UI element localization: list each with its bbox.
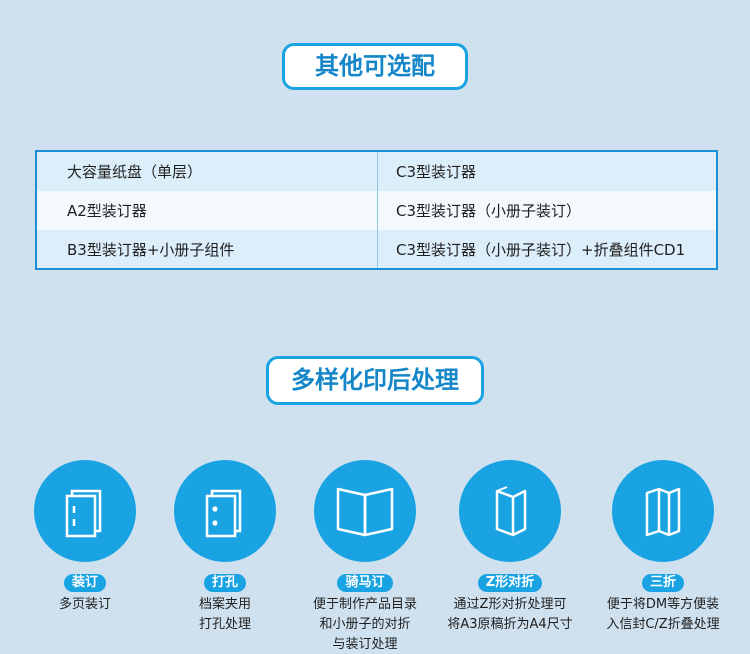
table-cell: 大容量纸盘（单层） bbox=[67, 163, 203, 181]
feature-label: 骑马订 bbox=[337, 574, 393, 592]
finishing-section-title: 多样化印后处理 bbox=[266, 356, 484, 405]
feature-label: 三折 bbox=[641, 574, 684, 592]
feature-tri-fold: 三折 便于将DM等方便装 入信封C/Z折叠处理 bbox=[593, 460, 733, 635]
z-fold-icon bbox=[459, 460, 561, 562]
table-cell: A2型装订器 bbox=[67, 202, 147, 220]
feature-label: Z形对折 bbox=[477, 574, 543, 592]
feature-saddle-stitch: 骑马订 便于制作产品目录 和小册子的对折 与装订处理 bbox=[295, 460, 435, 654]
table-row: B3型装订器+小册子组件 C3型装订器（小册子装订）+折叠组件CD1 bbox=[37, 230, 716, 268]
options-section-title: 其他可选配 bbox=[282, 43, 468, 90]
feature-desc: 便于将DM等方便装 入信封C/Z折叠处理 bbox=[606, 597, 720, 632]
feature-desc: 通过Z形对折处理可 将A3原稿折为A4尺寸 bbox=[447, 597, 573, 632]
saddle-stitch-icon bbox=[314, 460, 416, 562]
feature-label: 打孔 bbox=[203, 574, 246, 592]
feature-z-fold: Z形对折 通过Z形对折处理可 将A3原稿折为A4尺寸 bbox=[440, 460, 580, 635]
table-cell: B3型装订器+小册子组件 bbox=[67, 240, 235, 259]
table-cell: C3型装订器（小册子装订）+折叠组件CD1 bbox=[396, 240, 686, 259]
table-row: A2型装订器 C3型装订器（小册子装订） bbox=[37, 191, 716, 230]
tri-fold-icon bbox=[612, 460, 714, 562]
staple-icon bbox=[34, 460, 136, 562]
options-table: 大容量纸盘（单层） C3型装订器 A2型装订器 C3型装订器（小册子装订） B3… bbox=[35, 150, 718, 270]
feature-desc: 便于制作产品目录 和小册子的对折 与装订处理 bbox=[312, 597, 417, 652]
hole-punch-icon bbox=[174, 460, 276, 562]
table-cell: C3型装订器 bbox=[396, 163, 477, 181]
feature-hole-punch: 打孔 档案夹用 打孔处理 bbox=[155, 460, 295, 635]
feature-staple: 装订 多页装订 bbox=[15, 460, 155, 615]
feature-desc: 多页装订 bbox=[58, 597, 111, 612]
feature-desc: 档案夹用 打孔处理 bbox=[198, 597, 251, 632]
table-cell: C3型装订器（小册子装订） bbox=[396, 202, 582, 220]
feature-label: 装订 bbox=[63, 574, 106, 592]
table-row: 大容量纸盘（单层） C3型装订器 bbox=[37, 152, 716, 191]
column-divider bbox=[377, 152, 378, 268]
